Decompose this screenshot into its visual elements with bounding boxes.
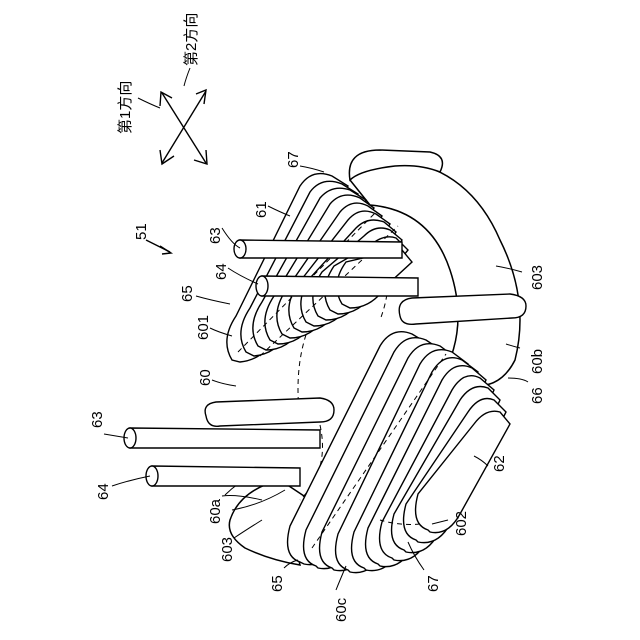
label-603-top: 603 (529, 265, 546, 290)
label-64-top: 64 (213, 263, 230, 280)
svg-text:51: 51 (133, 223, 150, 240)
direction-1-label: 第1方向 (116, 81, 134, 134)
svg-text:60b: 60b (529, 349, 546, 374)
svg-text:603: 603 (219, 537, 236, 562)
svg-text:64: 64 (95, 483, 112, 500)
svg-text:60c: 60c (333, 597, 350, 622)
reference-51-arrow (146, 240, 171, 254)
svg-text:64: 64 (213, 263, 230, 280)
svg-text:63: 63 (89, 411, 106, 428)
label-602: 602 (453, 511, 470, 536)
label-60a: 60a (207, 498, 224, 524)
svg-text:603: 603 (529, 265, 546, 290)
svg-text:第2方向: 第2方向 (182, 13, 200, 66)
label-60c: 60c (333, 597, 350, 622)
svg-text:65: 65 (269, 575, 286, 592)
label-65-bottom: 65 (269, 575, 286, 592)
label-60b: 60b (529, 349, 546, 374)
svg-text:602: 602 (453, 511, 470, 536)
label-66: 66 (529, 387, 546, 404)
svg-text:63: 63 (207, 227, 224, 244)
svg-text:61: 61 (253, 201, 270, 218)
svg-text:65: 65 (179, 285, 196, 302)
svg-text:60: 60 (197, 369, 214, 386)
svg-text:67: 67 (285, 151, 302, 168)
label-51: 51 (133, 223, 150, 240)
label-63-top: 63 (207, 227, 224, 244)
svg-text:62: 62 (491, 455, 508, 472)
label-60: 60 (197, 369, 214, 386)
svg-text:67: 67 (425, 575, 442, 592)
svg-text:601: 601 (195, 315, 212, 340)
label-67-top: 67 (285, 151, 302, 168)
svg-text:66: 66 (529, 387, 546, 404)
svg-text:60a: 60a (207, 498, 224, 524)
label-61: 61 (253, 201, 270, 218)
label-64-left: 64 (95, 483, 112, 500)
svg-text:第1方向: 第1方向 (116, 81, 134, 134)
label-62: 62 (491, 455, 508, 472)
direction-2-label: 第2方向 (182, 13, 200, 66)
label-65-top: 65 (179, 285, 196, 302)
label-601: 601 (195, 315, 212, 340)
label-67-bottom: 67 (425, 575, 442, 592)
direction-arrows (138, 68, 207, 164)
label-63-left: 63 (89, 411, 106, 428)
label-603-bottom: 603 (219, 537, 236, 562)
